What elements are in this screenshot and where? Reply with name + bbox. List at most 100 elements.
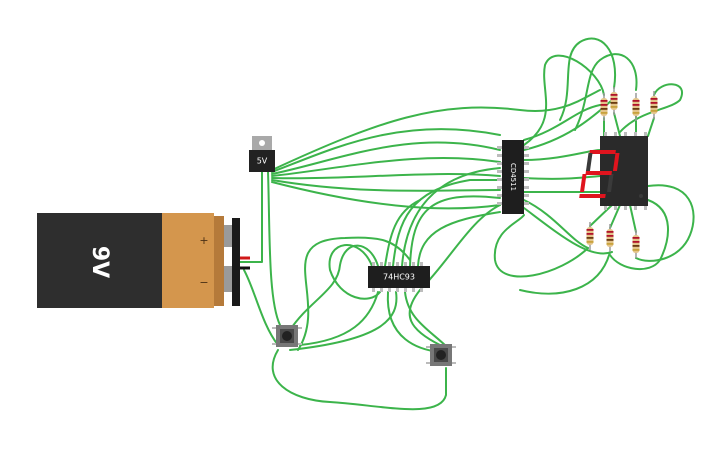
- counter-label: 74HC93: [383, 273, 415, 282]
- decoder-body: [502, 140, 524, 214]
- segment-dp: [639, 194, 643, 198]
- resistor[interactable]: [650, 91, 658, 119]
- resistor-band: [600, 108, 608, 110]
- resistor[interactable]: [586, 222, 594, 250]
- segment-g: [585, 171, 612, 175]
- battery-plus-symbol: +: [199, 234, 208, 247]
- counter-pins: [372, 262, 423, 292]
- wire: [271, 179, 501, 192]
- resistor-band: [610, 106, 618, 108]
- regulator-label: 5V: [257, 157, 268, 166]
- wire: [559, 37, 617, 121]
- wires: [235, 37, 695, 411]
- wire: [243, 171, 263, 263]
- wire: [523, 99, 613, 151]
- resistor-band: [586, 241, 594, 243]
- resistor-body: [586, 227, 594, 245]
- resistor[interactable]: [600, 93, 608, 121]
- resistor-body: [610, 92, 618, 110]
- wire: [613, 112, 621, 137]
- resistor-band: [600, 100, 608, 102]
- resistor-band: [632, 241, 640, 243]
- wire: [243, 269, 279, 346]
- resistor[interactable]: [632, 230, 640, 258]
- resistor-body: [650, 96, 658, 114]
- resistor-band: [610, 94, 618, 96]
- segment-a: [589, 150, 616, 154]
- wire: [384, 199, 421, 267]
- resistor[interactable]: [606, 224, 614, 252]
- resistor[interactable]: [610, 87, 618, 115]
- resistor-band: [632, 237, 640, 239]
- regulator-body: [249, 150, 275, 172]
- resistor-band: [650, 98, 658, 100]
- wire: [635, 184, 695, 262]
- battery-terminal-minus: [224, 266, 234, 292]
- battery-body: [37, 213, 162, 308]
- wire: [647, 117, 655, 137]
- wire: [519, 251, 611, 295]
- wire: [417, 211, 501, 267]
- resistor-band: [600, 104, 608, 106]
- wire: [629, 204, 637, 233]
- button-1-cap[interactable]: [282, 331, 292, 341]
- decoder-label: CD4511: [509, 163, 517, 191]
- wire: [289, 291, 398, 351]
- decoder-ic[interactable]: CD4511: [497, 140, 529, 214]
- battery-snap-connector: [232, 218, 240, 306]
- wire: [392, 179, 501, 267]
- resistor-band: [650, 106, 658, 108]
- wire: [271, 89, 601, 171]
- display-pins: [604, 132, 647, 210]
- battery-terminal-plus: [224, 225, 234, 247]
- resistor-band: [586, 237, 594, 239]
- resistors: [586, 87, 658, 258]
- resistor-band: [606, 239, 614, 241]
- display-segments: [579, 150, 643, 198]
- battery-label: 9V: [87, 246, 112, 278]
- wire: [271, 157, 501, 177]
- voltage-regulator[interactable]: 5V: [249, 136, 275, 172]
- resistor-body: [632, 235, 640, 253]
- wire: [574, 53, 638, 131]
- battery-9v[interactable]: 9V + −: [37, 213, 250, 308]
- segment-e: [580, 174, 587, 192]
- regulator-tab-hole: [259, 140, 265, 146]
- segment-b: [612, 153, 620, 171]
- resistor-band: [650, 110, 658, 112]
- wire: [271, 181, 501, 210]
- wire: [297, 236, 411, 351]
- segment-d: [579, 194, 606, 198]
- wire: [299, 291, 379, 346]
- resistor-band: [600, 112, 608, 114]
- seven-segment-display[interactable]: [579, 132, 648, 210]
- wire: [609, 199, 669, 271]
- wire: [271, 128, 501, 173]
- resistor-band: [632, 245, 640, 247]
- segment-f: [585, 153, 593, 171]
- wire: [523, 175, 601, 180]
- resistor-band: [632, 112, 640, 114]
- battery-minus-symbol: −: [199, 276, 208, 289]
- push-button-2[interactable]: [426, 344, 456, 366]
- resistor-body: [600, 98, 608, 116]
- wire: [523, 199, 589, 249]
- resistor[interactable]: [632, 93, 640, 121]
- resistor-band: [610, 98, 618, 100]
- resistor-band: [586, 233, 594, 235]
- button-2-cap[interactable]: [436, 350, 446, 360]
- resistor-band: [650, 102, 658, 104]
- wire: [271, 141, 501, 175]
- resistor-band: [632, 100, 640, 102]
- push-button-1[interactable]: [272, 325, 302, 347]
- counter-ic[interactable]: 74HC93: [368, 262, 430, 292]
- wire: [328, 244, 381, 300]
- resistor-band: [606, 231, 614, 233]
- segment-c: [607, 174, 614, 192]
- resistor-body: [606, 229, 614, 247]
- wire: [271, 173, 501, 180]
- wire: [589, 204, 613, 227]
- decoder-pins: [497, 146, 529, 205]
